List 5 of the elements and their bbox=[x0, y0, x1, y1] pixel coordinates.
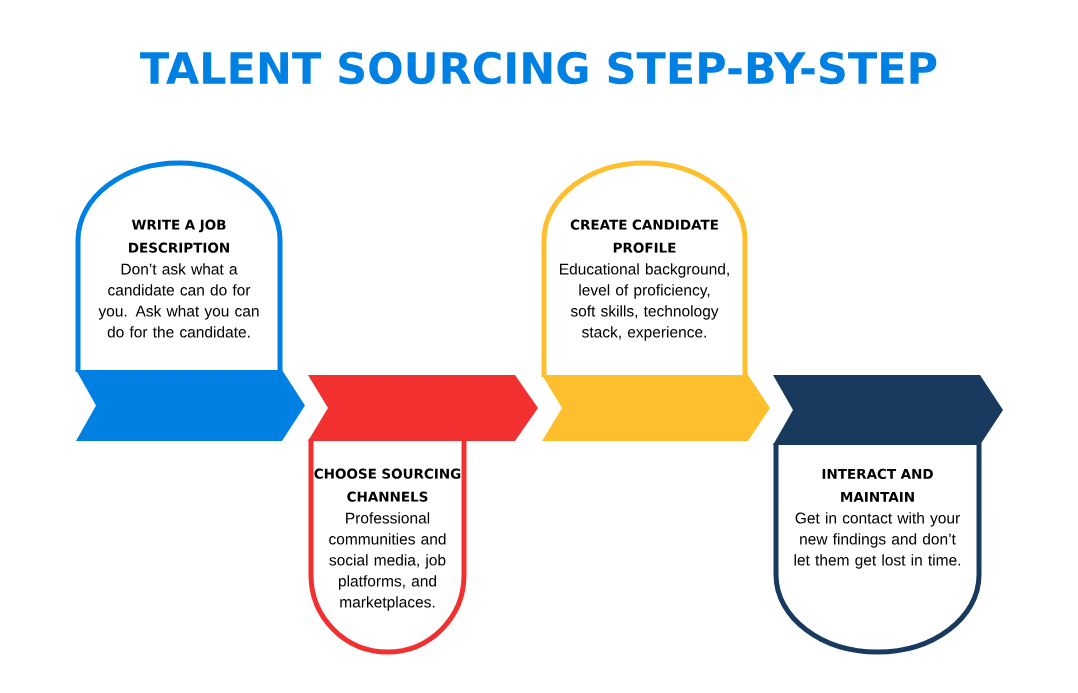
step-description: Get in contact with your new findings and don’t let them get lost in time. bbox=[794, 512, 961, 569]
step-heading: CHOOSE SOURCING CHANNELS bbox=[314, 468, 461, 502]
step-description: Professional communities and social media, job platforms, and marketplaces. bbox=[329, 512, 446, 611]
title: TALENT SOURCING STEP-BY-STEP bbox=[140, 51, 937, 85]
step-heading: INTERACT AND MAINTAIN bbox=[822, 468, 933, 502]
